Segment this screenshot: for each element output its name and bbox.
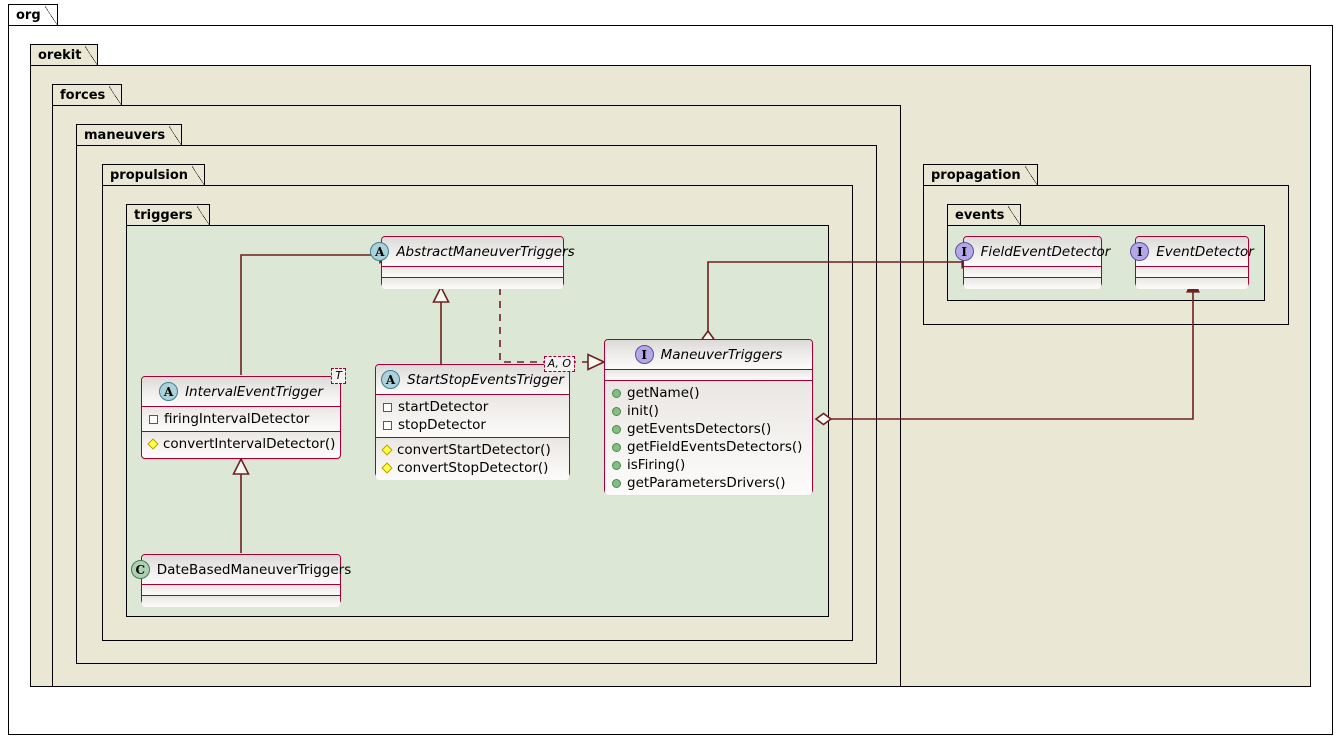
- class-title: ManeuverTriggers: [660, 346, 783, 363]
- methods-section: getName() init() getEventsDetectors() ge…: [605, 381, 812, 495]
- method-label: getFieldEventsDetectors(): [627, 439, 803, 455]
- field-row: startDetector: [383, 398, 563, 416]
- method-label: getEventsDetectors(): [627, 421, 772, 437]
- generic-type-parameter: A, O: [543, 356, 575, 372]
- package-tab-events: events: [947, 204, 1022, 226]
- public-method-icon: [612, 478, 621, 488]
- fields-section: [964, 267, 1101, 278]
- protected-method-icon: [381, 444, 393, 456]
- fields-section: [142, 585, 340, 596]
- private-field-icon: [383, 420, 392, 430]
- field-label: startDetector: [398, 399, 489, 415]
- package-tab-org: org: [8, 4, 58, 26]
- class-title: IntervalEventTrigger: [185, 383, 323, 400]
- fields-section: [605, 370, 812, 381]
- fields-section: [1136, 267, 1248, 278]
- class-maneuver-triggers[interactable]: I ManeuverTriggers getName() init() getE…: [604, 339, 813, 495]
- class-title: DateBasedManeuverTriggers: [156, 561, 352, 578]
- method-row: convertIntervalDetector(): [147, 435, 336, 453]
- abstract-class-icon: A: [381, 370, 401, 389]
- field-label: stopDetector: [398, 417, 486, 433]
- fields-section: startDetector stopDetector: [376, 395, 569, 438]
- methods-section: [1136, 278, 1248, 289]
- package-tab-triggers: triggers: [126, 204, 210, 226]
- public-method-icon: [612, 388, 621, 398]
- abstract-class-icon: A: [370, 242, 390, 261]
- protected-method-icon: [147, 438, 159, 450]
- method-label: convertStopDetector(): [397, 460, 549, 476]
- class-header: A IntervalEventTrigger: [142, 377, 340, 407]
- class-header: C DateBasedManeuverTriggers: [130, 555, 351, 585]
- class-event-detector[interactable]: I EventDetector: [1130, 236, 1254, 289]
- method-row: getFieldEventsDetectors(): [612, 438, 806, 456]
- methods-section: convertIntervalDetector(): [142, 432, 340, 456]
- class-title: EventDetector: [1156, 243, 1254, 260]
- method-label: convertIntervalDetector(): [163, 436, 336, 452]
- private-field-icon: [149, 414, 158, 424]
- class-title: AbstractManeuverTriggers: [396, 243, 575, 260]
- class-header: I ManeuverTriggers: [605, 340, 812, 370]
- class-title: FieldEventDetector: [980, 243, 1111, 260]
- public-method-icon: [612, 460, 621, 470]
- class-header: A AbstractManeuverTriggers: [370, 237, 575, 267]
- method-label: getParametersDrivers(): [627, 475, 786, 491]
- class-header: I FieldEventDetector: [954, 237, 1110, 267]
- protected-method-icon: [381, 462, 393, 474]
- method-row: getParametersDrivers(): [612, 474, 806, 492]
- field-row: firingIntervalDetector: [149, 410, 334, 428]
- public-method-icon: [612, 406, 621, 416]
- method-row: convertStopDetector(): [381, 459, 563, 477]
- package-tab-orekit: orekit: [30, 44, 99, 66]
- method-label: init(): [627, 403, 659, 419]
- class-start-stop-events-trigger[interactable]: A, O A StartStopEventsTrigger startDetec…: [375, 356, 575, 480]
- methods-section: [964, 278, 1101, 289]
- class-field-event-detector[interactable]: I FieldEventDetector: [954, 236, 1110, 289]
- class-interval-event-trigger[interactable]: T A IntervalEventTrigger firingIntervalD…: [141, 368, 346, 459]
- field-row: stopDetector: [383, 416, 563, 434]
- method-row: convertStartDetector(): [381, 441, 563, 459]
- class-header: I EventDetector: [1130, 237, 1254, 267]
- class-icon: C: [130, 560, 150, 579]
- method-label: convertStartDetector(): [397, 442, 551, 458]
- package-tab-propulsion: propulsion: [102, 164, 206, 186]
- class-title: StartStopEventsTrigger: [407, 371, 564, 388]
- field-label: firingIntervalDetector: [164, 411, 310, 427]
- method-row: init(): [612, 402, 806, 420]
- interface-icon: I: [634, 345, 654, 364]
- interface-icon: I: [954, 242, 974, 261]
- fields-section: firingIntervalDetector: [142, 407, 340, 432]
- package-tab-propagation: propagation: [923, 164, 1038, 186]
- methods-section: [142, 596, 340, 607]
- method-row: isFiring(): [612, 456, 806, 474]
- abstract-class-icon: A: [159, 382, 179, 401]
- public-method-icon: [612, 424, 621, 434]
- methods-section: convertStartDetector() convertStopDetect…: [376, 438, 569, 480]
- class-abstract-maneuver-triggers[interactable]: A AbstractManeuverTriggers: [370, 236, 575, 289]
- method-row: getName(): [612, 384, 806, 402]
- package-tab-maneuvers: maneuvers: [76, 124, 183, 146]
- private-field-icon: [383, 402, 392, 412]
- package-tab-forces: forces: [52, 84, 123, 106]
- public-method-icon: [612, 442, 621, 452]
- class-date-based-maneuver-triggers[interactable]: C DateBasedManeuverTriggers: [130, 554, 351, 607]
- method-label: isFiring(): [627, 457, 686, 473]
- methods-section: [382, 278, 563, 289]
- fields-section: [382, 267, 563, 278]
- method-label: getName(): [627, 385, 700, 401]
- generic-type-parameter: T: [331, 368, 346, 384]
- class-header: A StartStopEventsTrigger: [376, 365, 569, 395]
- interface-icon: I: [1130, 242, 1150, 261]
- method-row: getEventsDetectors(): [612, 420, 806, 438]
